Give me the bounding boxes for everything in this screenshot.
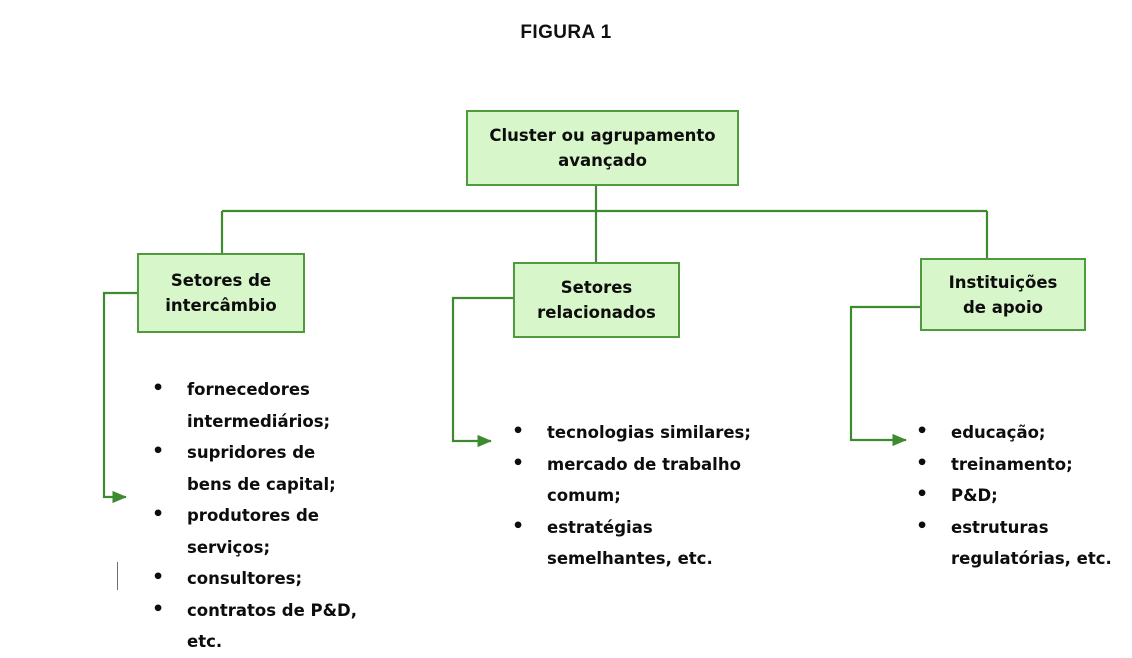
node-related-line1: Setores	[560, 278, 633, 297]
node-support-line1: Instituições	[948, 272, 1058, 292]
connector-exchange-to-list	[102, 291, 137, 504]
node-related-line2: relacionados	[537, 303, 656, 322]
bullet-list-exchange-sectors: fornecedores intermediários; supridores …	[148, 373, 363, 658]
list-item: consultores;	[148, 562, 363, 595]
page-title: FIGURA 1	[520, 22, 612, 43]
list-item: produtores de serviços;	[148, 499, 363, 563]
list-item: supridores de bens de capital;	[148, 436, 363, 500]
node-exchange-line2: intercâmbio	[165, 296, 277, 315]
connector-support-to-list	[849, 305, 920, 447]
list-item: P&D;	[912, 479, 1112, 512]
figure-canvas: FIGURA 1 Cluster ou agrupamento avançado	[0, 0, 1132, 630]
bullet-list-support-institutions: educação; treinamento; P&D; estruturas r…	[912, 416, 1112, 575]
node-exchange-line1: Setores de	[170, 271, 272, 290]
text-caret-artifact	[117, 562, 118, 590]
list-item: mercado de trabalho comum;	[508, 448, 773, 512]
node-box-support-institutions: Instituições de apoio	[920, 258, 1086, 331]
node-box-root: Cluster ou agrupamento avançado	[466, 110, 739, 186]
node-box-exchange-sectors: Setores de intercâmbio	[137, 253, 305, 333]
node-root-line1: Cluster ou agrupamento	[489, 126, 716, 145]
list-item: educação;	[912, 416, 1112, 449]
list-item: fornecedores intermediários;	[148, 373, 363, 437]
node-support-line2: de apoio	[962, 297, 1044, 317]
node-root-line2: avançado	[558, 151, 647, 170]
connector-related-to-list	[451, 296, 513, 448]
list-item: tecnologias similares;	[508, 416, 773, 449]
list-item: estruturas regulatórias, etc.	[912, 511, 1112, 575]
bullet-list-related-sectors: tecnologias similares; mercado de trabal…	[508, 416, 773, 575]
list-item: treinamento;	[912, 448, 1112, 481]
list-item: estratégias semelhantes, etc.	[508, 511, 773, 575]
node-box-related-sectors: Setores relacionados	[513, 262, 680, 338]
list-item: contratos de P&D, etc.	[148, 594, 363, 658]
